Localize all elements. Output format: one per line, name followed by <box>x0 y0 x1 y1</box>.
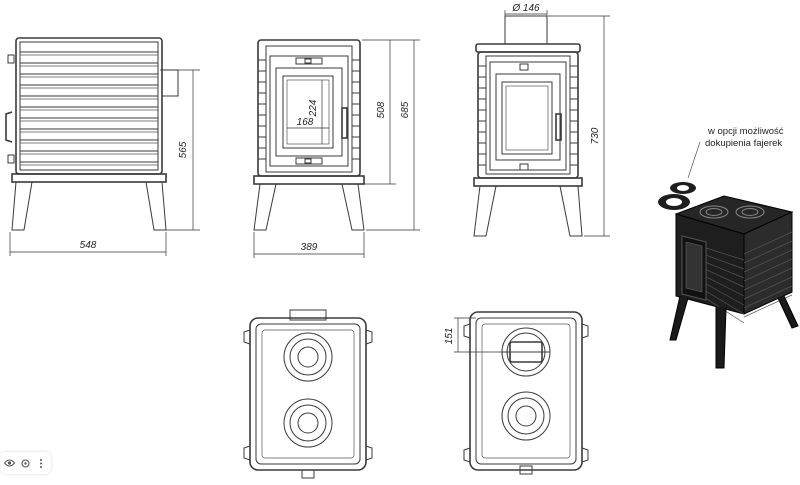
lens-icon[interactable] <box>19 457 31 469</box>
dim-508: 508 <box>376 101 387 118</box>
dim-548: 548 <box>80 240 97 251</box>
stove-3d-render: w opcji możliwość dokupienia fajerek <box>658 126 799 369</box>
dim-diameter-146: Ø 146 <box>511 3 540 14</box>
top-view-hotplates <box>243 309 373 479</box>
optional-hotplates-note-line2: dokupienia fajerek <box>705 138 782 149</box>
dim-151: 151 <box>444 328 455 345</box>
dim-224: 224 <box>308 99 319 117</box>
hotplate-rings-image <box>658 182 696 210</box>
dim-168: 168 <box>297 117 314 128</box>
top-view-flue: 151 <box>444 311 589 475</box>
dim-389: 389 <box>301 242 318 253</box>
front-view-flue: Ø 146 730 <box>473 3 610 237</box>
image-toolbar <box>0 452 51 474</box>
more-icon[interactable] <box>35 457 47 469</box>
optional-hotplates-note-line1: w opcji możliwość <box>707 126 784 137</box>
dim-685: 685 <box>400 101 411 118</box>
front-view: 224 168 389 508 685 <box>253 39 420 258</box>
dim-565: 565 <box>178 141 189 158</box>
dim-730: 730 <box>590 127 601 144</box>
eye-icon[interactable] <box>3 457 15 469</box>
side-view: 565 548 <box>5 37 200 256</box>
